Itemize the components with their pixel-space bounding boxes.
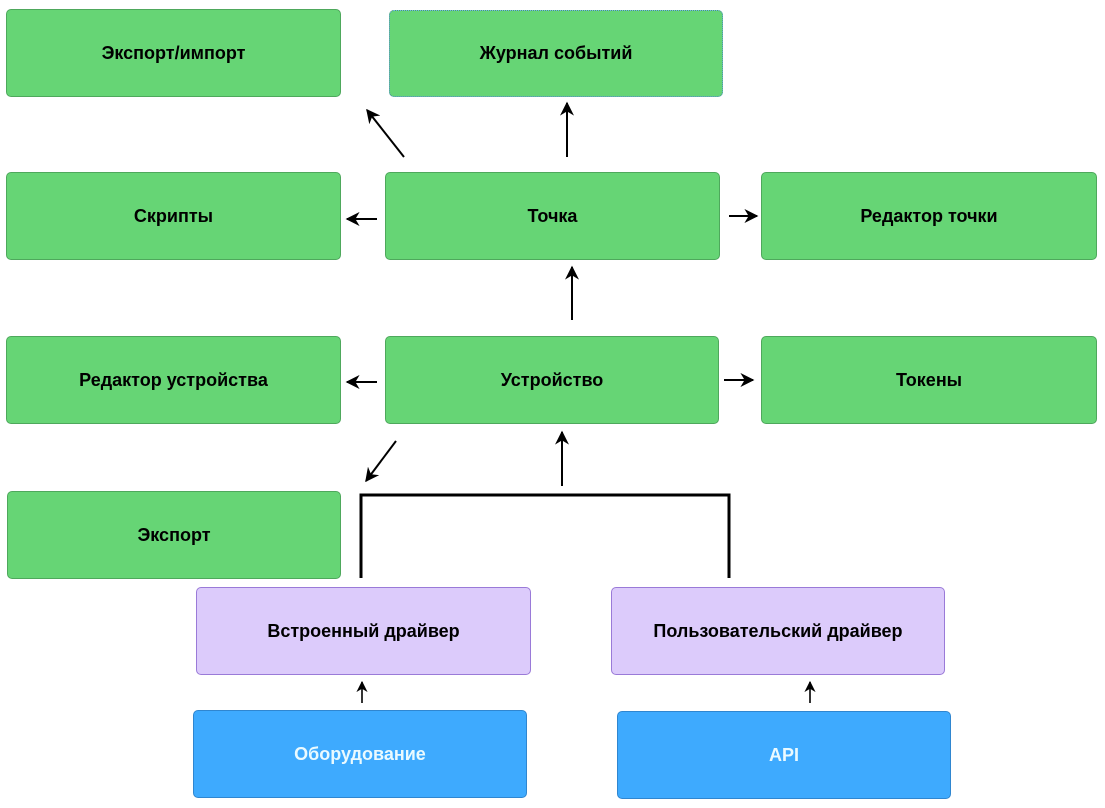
node-point[interactable]: Точка — [385, 172, 720, 260]
node-label: Журнал событий — [479, 43, 633, 63]
node-label: Редактор устройства — [79, 369, 268, 390]
node-label: API — [768, 744, 799, 765]
node-label: Точка — [527, 205, 578, 226]
node-label: Редактор точки — [860, 205, 998, 226]
edge-drivers-bracket — [359, 493, 731, 578]
node-device[interactable]: Устройство — [385, 336, 719, 424]
node-label: Экспорт — [137, 524, 211, 545]
node-tokens[interactable]: Токены — [761, 336, 1097, 424]
node-label: Оборудование — [294, 743, 426, 764]
edge-point-to-export-import — [366, 108, 405, 158]
node-scripts[interactable]: Скрипты — [6, 172, 341, 260]
node-builtin-driver[interactable]: Встроенный драйвер — [196, 587, 531, 675]
node-point-editor[interactable]: Редактор точки — [761, 172, 1097, 260]
node-hardware[interactable]: Оборудование — [193, 710, 527, 798]
node-device-editor[interactable]: Редактор устройства — [6, 336, 341, 424]
node-custom-driver[interactable]: Пользовательский драйвер — [611, 587, 945, 675]
node-label: Встроенный драйвер — [267, 620, 460, 641]
node-export[interactable]: Экспорт — [7, 491, 341, 579]
node-label: Скрипты — [133, 205, 214, 226]
node-event-log[interactable]: Журнал событий — [389, 10, 723, 97]
node-export-import[interactable]: Экспорт/импорт — [6, 9, 341, 97]
node-label: Экспорт/импорт — [101, 42, 246, 63]
node-label: Пользовательский драйвер — [653, 620, 903, 641]
node-label: Устройство — [500, 369, 604, 390]
edge-device-to-export — [365, 440, 397, 483]
node-label: Токены — [895, 369, 963, 390]
node-api[interactable]: API — [617, 711, 951, 799]
